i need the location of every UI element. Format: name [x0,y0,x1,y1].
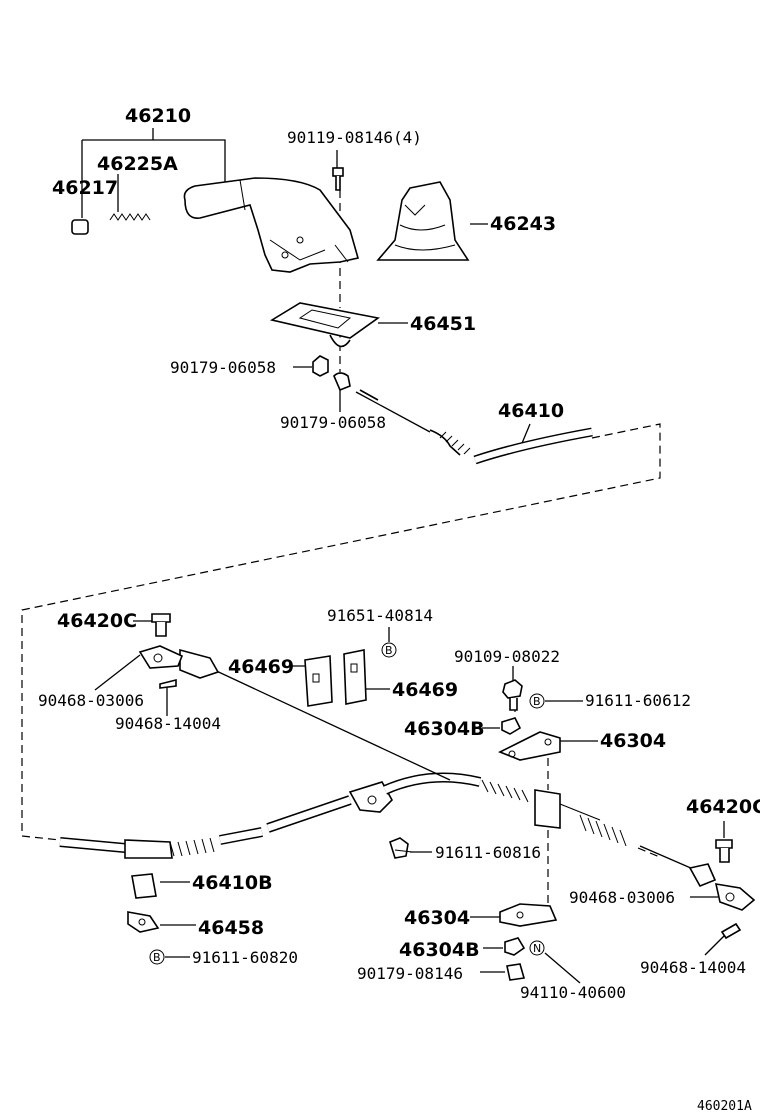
label-91611-60816: 91611-60816 [435,843,541,862]
bracket-46304-b [499,903,558,927]
marker-b-91651: B [381,642,397,658]
label-90109-08022: 90109-08022 [454,647,560,666]
diagram-id: 460201A [697,1099,752,1112]
bolt-46420c-a [151,613,171,637]
label-46410b: 46410B [192,872,273,894]
lever-boot-46243 [376,181,470,261]
label-46420c-a: 46420C [57,610,137,632]
label-46225a: 46225A [97,153,178,175]
leader-lines [81,128,726,984]
spring-46225a [109,213,151,221]
nut-46304b-b [504,937,526,956]
label-90119-08146: 90119-08146(4) [287,128,422,147]
label-46243: 46243 [490,213,556,235]
bracket-46469-a [304,655,333,707]
parking-brake-lever [183,177,360,273]
pin-90468-14004-b [720,922,742,940]
marker-n-94110: N [529,940,545,956]
label-46304-a: 46304 [600,730,666,752]
svg-text:N: N [533,942,541,955]
label-90468-03006-a: 90468-03006 [38,691,144,710]
bolt-91611-60816 [389,837,413,859]
bushing-46410b [131,873,157,899]
marker-b-91611-60820: B [149,949,165,965]
svg-text:B: B [385,644,393,657]
label-91611-60820: 91611-60820 [192,948,298,967]
svg-text:B: B [533,695,541,708]
bolt-90109 [502,679,523,711]
label-46451: 46451 [410,313,476,335]
label-90468-14004-b: 90468-14004 [640,958,746,977]
bracket-46304-a [498,731,561,761]
label-46217: 46217 [52,177,118,199]
plate-46451 [269,302,380,348]
marker-b-91611-60612: B [529,693,545,709]
rear-cable-assembly [59,648,717,888]
nut-90179-a [312,355,329,377]
label-90179-06058-b: 90179-06058 [280,413,386,432]
label-46210: 46210 [125,105,191,127]
label-46469-a: 46469 [228,656,294,678]
label-90468-14004-a: 90468-14004 [115,714,221,733]
nut-90179-08146 [506,963,526,981]
label-90468-03006-b: 90468-03006 [569,888,675,907]
nut-90179-b [333,372,351,392]
label-46469-b: 46469 [392,679,458,701]
label-46410: 46410 [498,400,564,422]
label-91611-60612: 91611-60612 [585,691,691,710]
pin-90468-14004-a [159,678,177,689]
label-46304b-b: 46304B [399,939,480,961]
clamp-90468-03006-a [138,645,184,669]
label-46304-b: 46304 [404,907,470,929]
clip-46458 [127,911,160,933]
label-46420c-b: 46420C [686,796,760,818]
label-91651-40814: 91651-40814 [327,606,433,625]
label-94110-40600: 94110-40600 [520,983,626,1002]
clamp-90468-03006-b [714,883,756,911]
bolt-90119 [332,167,344,191]
label-46458: 46458 [198,917,264,939]
label-90179-08146: 90179-08146 [357,964,463,983]
cable-46410 [355,389,593,465]
label-46304b-a: 46304B [404,718,485,740]
bracket-46469-b [343,649,367,705]
bolt-46420c-b [715,839,733,863]
svg-text:B: B [153,951,161,964]
nut-46304b-a [501,717,522,735]
release-button-46217 [71,219,89,235]
label-90179-06058-a: 90179-06058 [170,358,276,377]
